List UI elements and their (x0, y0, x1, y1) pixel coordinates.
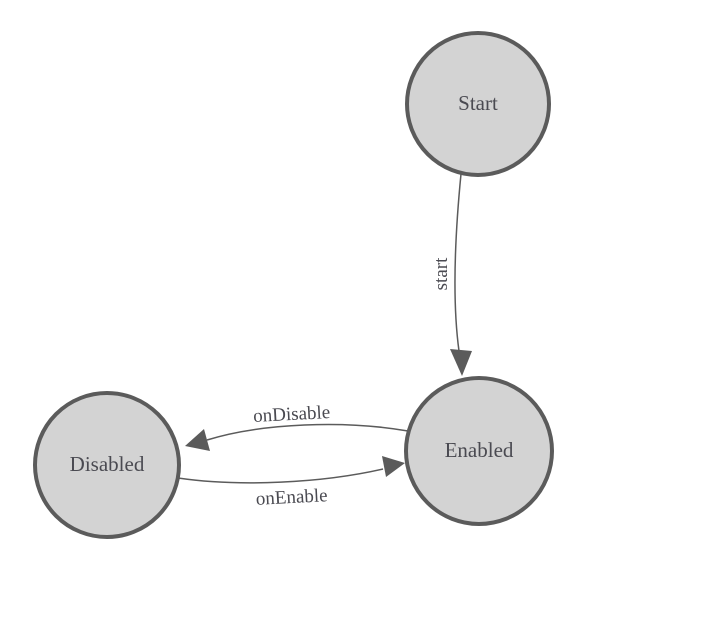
edge-enabled-to-disabled: onDisable (185, 402, 409, 451)
edge-disabled-to-enabled: onEnable (177, 456, 405, 510)
edge-label-start: start (431, 257, 452, 290)
state-label-enabled: Enabled (445, 438, 514, 462)
state-node-enabled: Enabled (404, 376, 554, 526)
edge-line-start (454, 173, 462, 352)
edge-line-ondisable (206, 423, 409, 441)
edge-start-to-enabled: start (431, 173, 472, 376)
state-circle-enabled (404, 376, 554, 526)
edge-label-onenable: onEnable (255, 485, 328, 510)
arrowhead-left-icon (185, 429, 210, 451)
state-node-disabled: Disabled (33, 391, 181, 539)
state-node-start: Start (405, 31, 551, 177)
edge-label-ondisable: onDisable (253, 402, 331, 427)
state-label-disabled: Disabled (70, 452, 145, 476)
arrowhead-down-icon (450, 349, 472, 376)
state-circle-disabled (33, 391, 181, 539)
edge-line-onenable (177, 468, 384, 484)
arrowhead-right-icon (382, 456, 405, 477)
state-label-start: Start (458, 91, 498, 115)
state-circle-start (405, 31, 551, 177)
